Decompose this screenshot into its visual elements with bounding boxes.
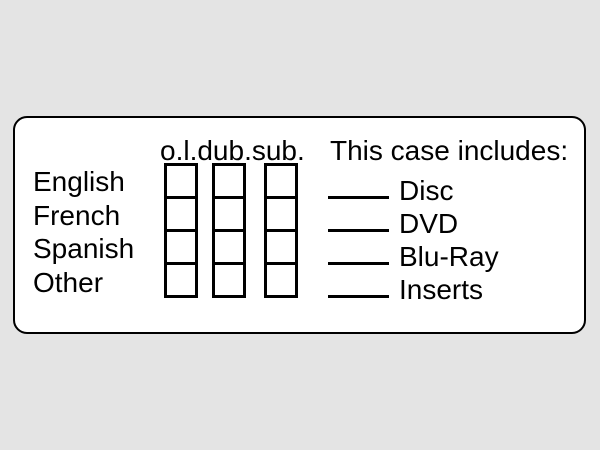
checkbox-sub-spanish[interactable] <box>267 232 295 265</box>
checkbox-ol-french[interactable] <box>167 199 195 232</box>
fill-line-dvd[interactable] <box>328 210 389 232</box>
includes-heading: This case includes: <box>330 135 569 166</box>
language-label-english: English <box>33 165 125 197</box>
checkbox-dub-english[interactable] <box>215 166 243 199</box>
includes-label-dvd: DVD <box>399 208 459 239</box>
language-labels: English French Spanish Other <box>33 165 134 300</box>
includes-label-disc: Disc <box>399 175 454 206</box>
includes-label-bluray: Blu-Ray <box>399 241 499 272</box>
includes-label-inserts: Inserts <box>399 274 484 305</box>
fill-line-bluray[interactable] <box>328 243 389 265</box>
label-card: o.l.dub.sub. English French Spanish Othe… <box>13 116 586 334</box>
checkbox-column-ol <box>164 163 198 298</box>
checkbox-ol-spanish[interactable] <box>167 232 195 265</box>
includes-item-dvd: DVD <box>328 210 458 238</box>
column-header-sub: sub. <box>251 135 305 166</box>
checkbox-dub-other[interactable] <box>215 265 243 295</box>
checkbox-sub-english[interactable] <box>267 166 295 199</box>
language-label-other: Other <box>33 267 104 299</box>
column-header-dub: dub. <box>197 135 252 166</box>
language-grid-column-headers: o.l.dub.sub. <box>160 137 305 165</box>
checkbox-sub-other[interactable] <box>267 265 295 295</box>
includes-item-disc: Disc <box>328 177 453 205</box>
includes-item-inserts: Inserts <box>328 276 483 304</box>
checkbox-dub-spanish[interactable] <box>215 232 243 265</box>
checkbox-sub-french[interactable] <box>267 199 295 232</box>
language-label-spanish: Spanish <box>33 233 135 265</box>
checkbox-column-sub <box>264 163 298 298</box>
checkbox-dub-french[interactable] <box>215 199 243 232</box>
column-header-ol: o.l. <box>160 135 198 166</box>
checkbox-ol-other[interactable] <box>167 265 195 295</box>
checkbox-ol-english[interactable] <box>167 166 195 199</box>
includes-item-bluray: Blu-Ray <box>328 243 499 271</box>
fill-line-inserts[interactable] <box>328 276 389 298</box>
fill-line-disc[interactable] <box>328 177 389 199</box>
checkbox-column-dub <box>212 163 246 298</box>
language-label-french: French <box>33 199 121 231</box>
